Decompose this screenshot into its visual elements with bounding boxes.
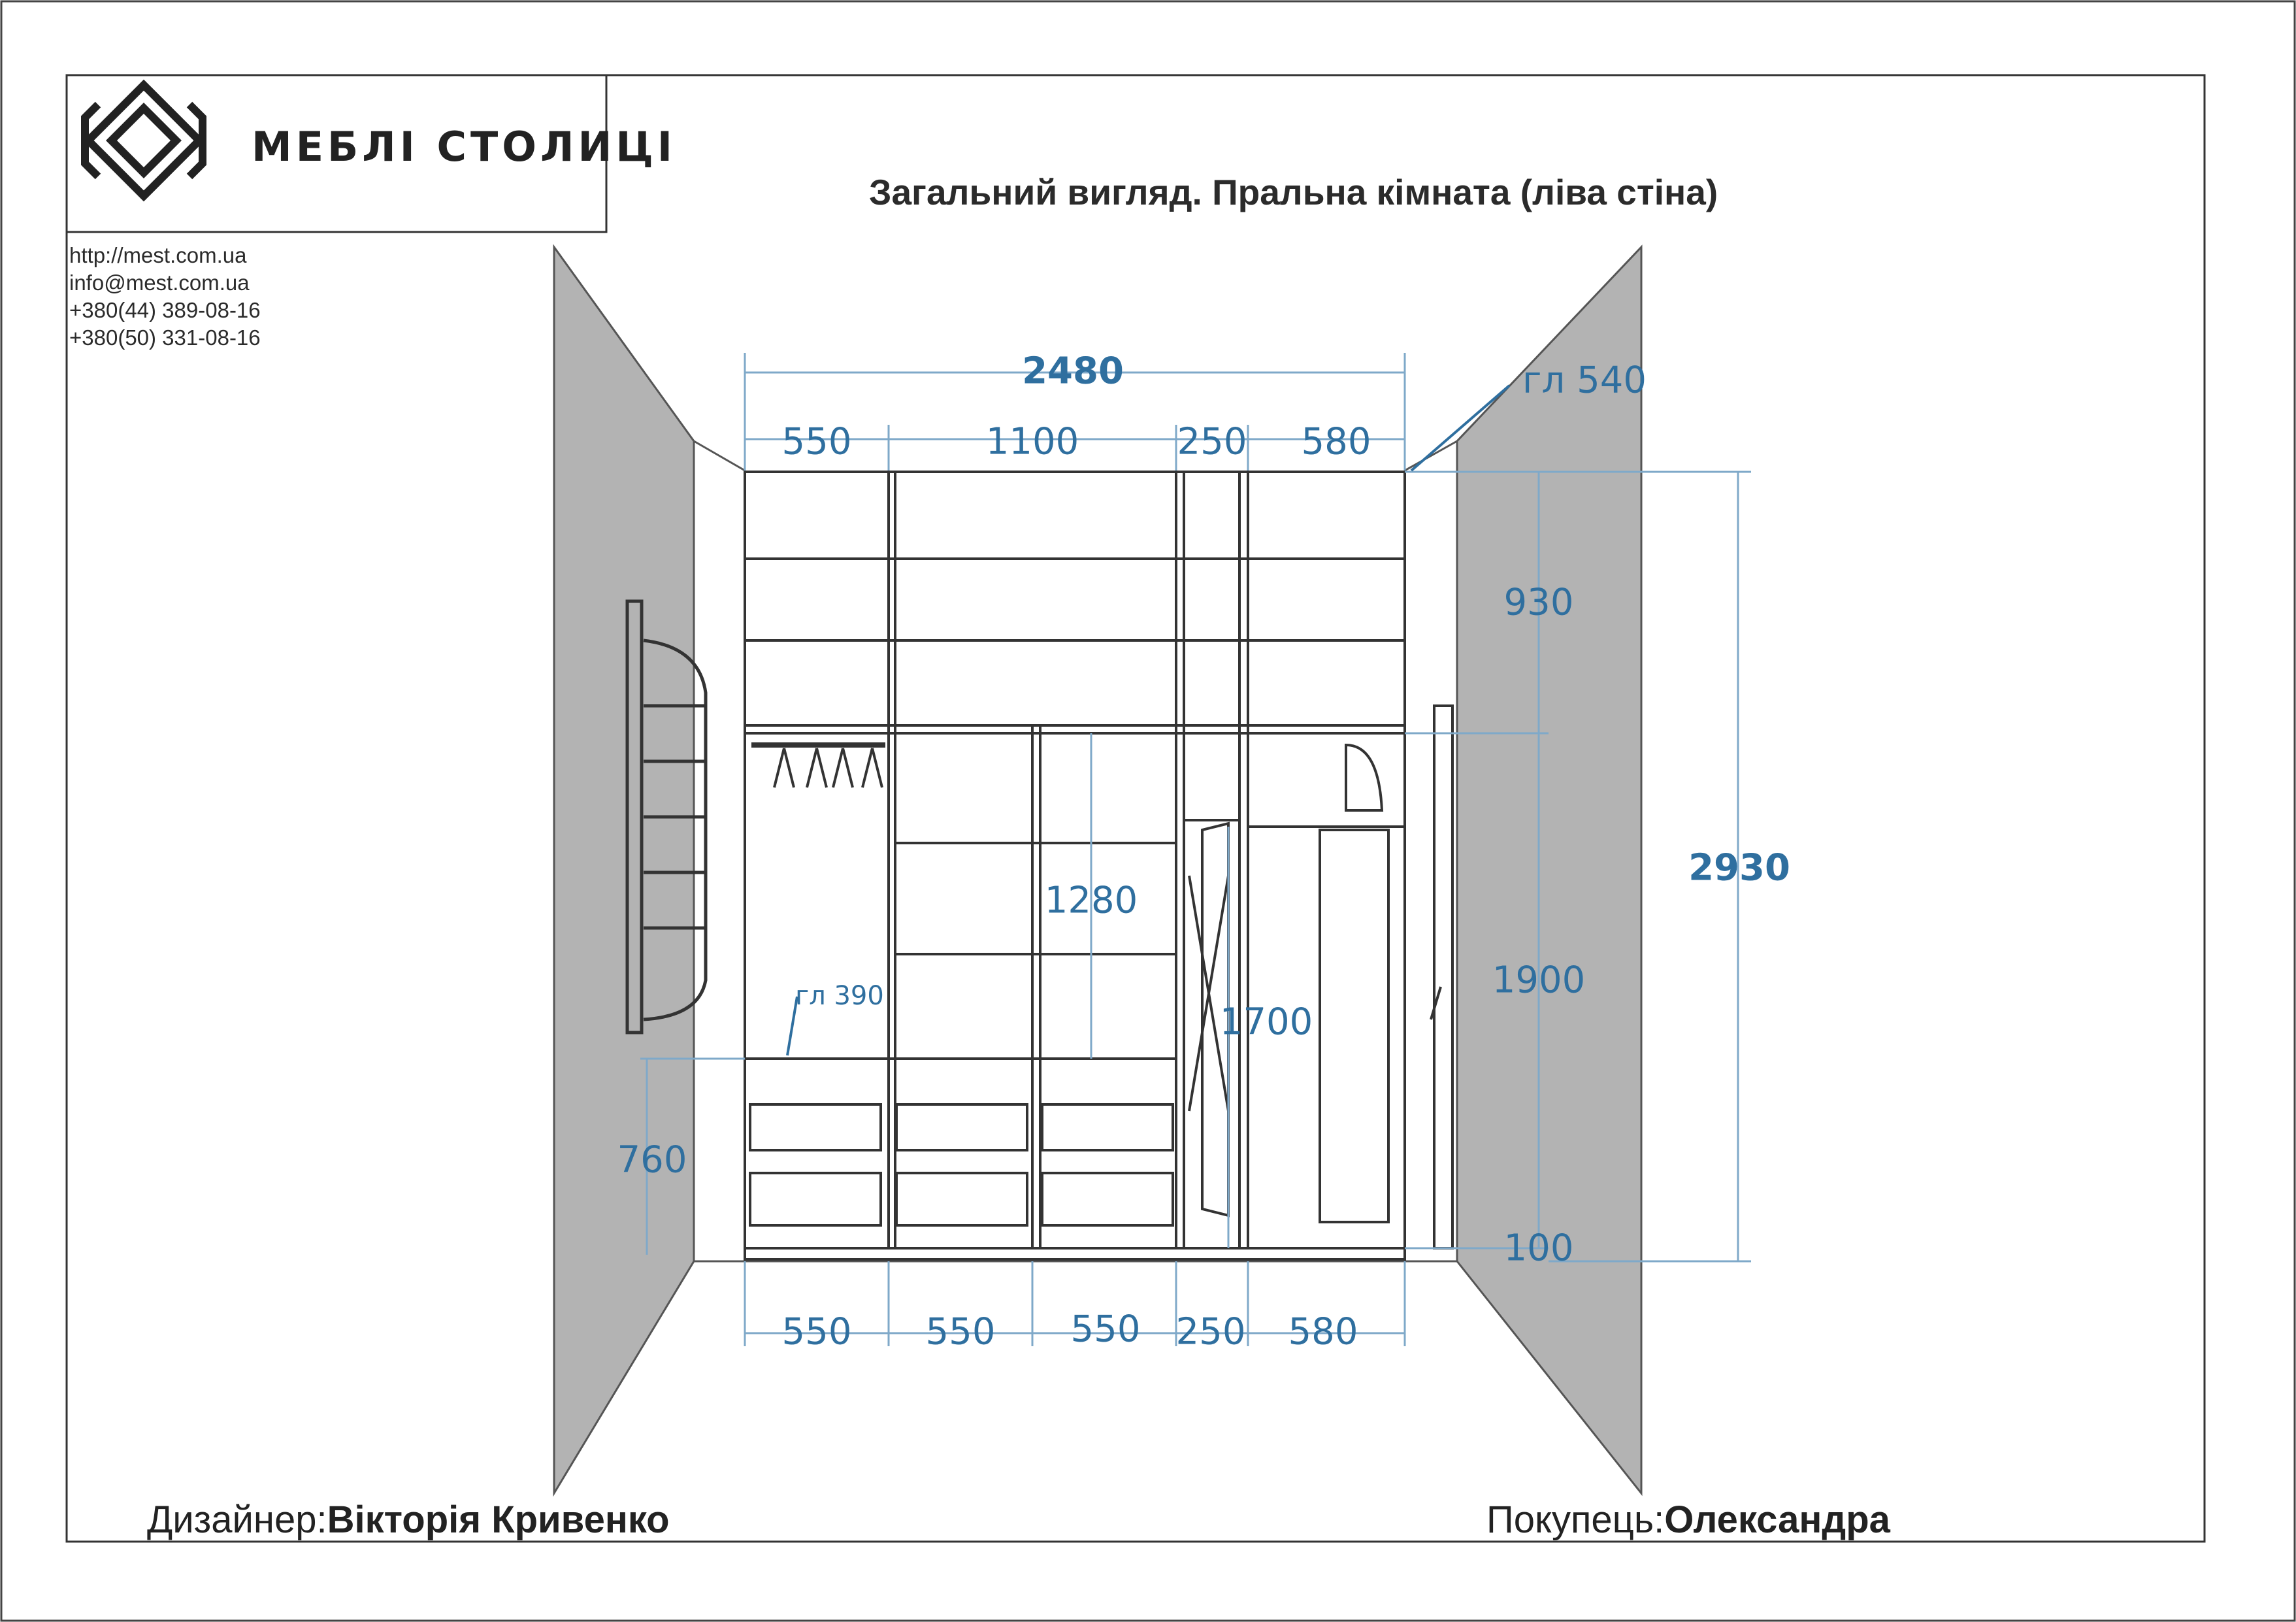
designer-label: Дизайнер:	[147, 1498, 327, 1541]
dim-height-drawers: 760	[617, 1138, 687, 1182]
depth-pointer-main	[1410, 384, 1511, 472]
dim-height-total: 2930	[1688, 846, 1790, 889]
customer-name: Олександра	[1664, 1498, 1890, 1541]
dimension-lines	[640, 353, 1751, 1346]
dim-height-upper: 930	[1503, 581, 1574, 624]
inner-border	[65, 74, 2206, 1543]
dim-bottom-width-2: 550	[925, 1310, 996, 1353]
dim-depth-shelf: гл 390	[795, 981, 884, 1011]
designer-credit: Дизайнер:Вікторія Кривенко	[147, 1498, 670, 1542]
customer-label: Покупець:	[1486, 1498, 1665, 1541]
dim-top-width-3: 250	[1177, 420, 1247, 463]
dim-bottom-width-5: 580	[1288, 1310, 1358, 1353]
dim-top-width-1: 550	[781, 420, 852, 463]
page-title: Загальний вигляд. Пральна кімната (ліва …	[869, 172, 1718, 212]
dim-height-board: 1700	[1219, 1001, 1313, 1044]
wardrobe	[744, 471, 1406, 1261]
dim-depth-main: гл 540	[1522, 359, 1647, 402]
dim-bottom-width-3: 550	[1070, 1308, 1141, 1351]
depth-pointer-shelf	[786, 996, 798, 1056]
dim-height-lower: 1900	[1492, 959, 1586, 1002]
contact-email[interactable]: info@mest.com.ua	[69, 271, 250, 295]
left-return	[693, 439, 746, 1263]
dim-height-middle: 1280	[1044, 879, 1138, 922]
dim-total-width: 2480	[1022, 350, 1124, 393]
dim-bottom-width-4: 250	[1175, 1310, 1246, 1353]
dim-top-width-2: 1100	[985, 420, 1079, 463]
dim-top-width-4: 580	[1301, 420, 1371, 463]
customer-credit: Покупець:Олександра	[1486, 1498, 1890, 1542]
designer-name: Вікторія Кривенко	[327, 1498, 670, 1541]
towel-radiator	[625, 599, 708, 1034]
brand-logo-icon	[81, 79, 206, 202]
dim-height-plinth: 100	[1503, 1227, 1574, 1270]
contact-phone-2: +380(50) 331-08-16	[69, 325, 261, 350]
dim-bottom-width-1: 550	[781, 1310, 852, 1353]
brand-name: МЕБЛІ СТОЛИЦІ	[252, 123, 676, 171]
contact-website[interactable]: http://mest.com.ua	[69, 243, 247, 267]
contact-phone-1: +380(44) 389-08-16	[69, 298, 261, 322]
right-return	[1403, 439, 1458, 1263]
logo-box	[65, 74, 608, 233]
